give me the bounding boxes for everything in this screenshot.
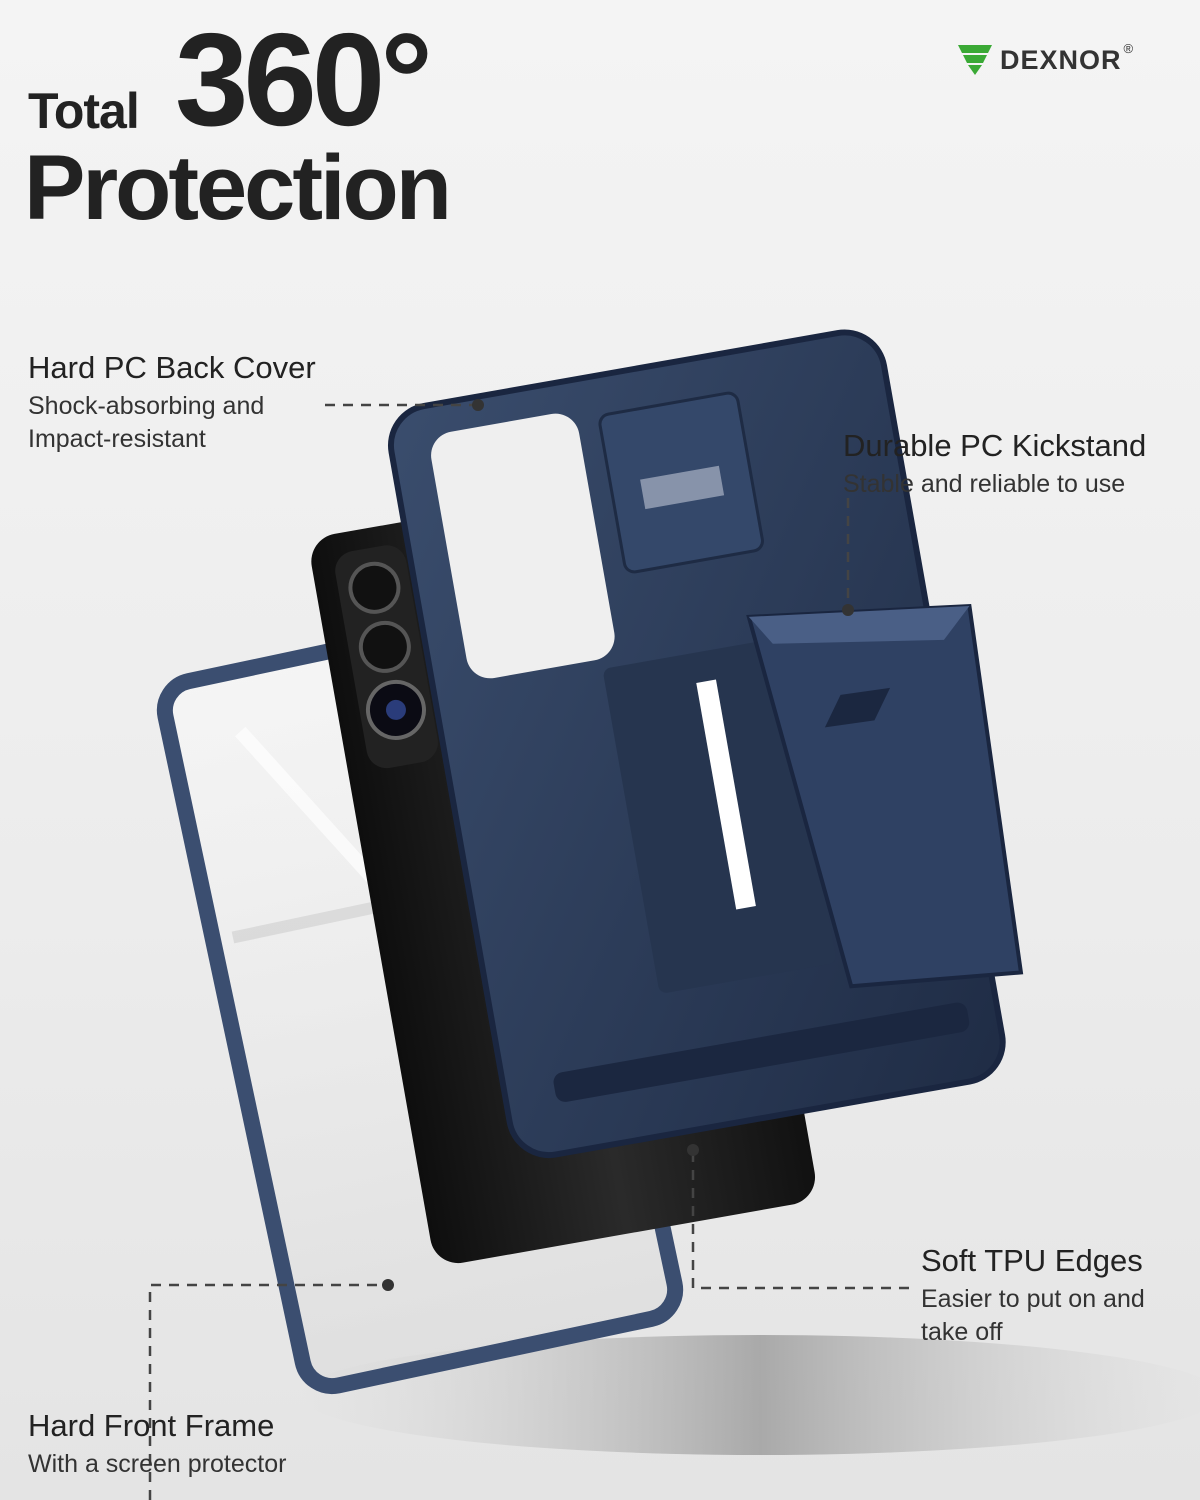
headline-prefix: Total bbox=[28, 83, 140, 139]
callout-dots bbox=[382, 399, 854, 1291]
feature-line: take off bbox=[921, 1317, 1003, 1346]
feature-front-frame: Hard Front Frame With a screen protector bbox=[28, 1408, 286, 1481]
feature-title: Hard PC Back Cover bbox=[28, 350, 316, 385]
feature-title: Durable PC Kickstand bbox=[843, 428, 1147, 463]
feature-back-cover: Hard PC Back Cover Shock-absorbing and I… bbox=[28, 350, 316, 455]
feature-line: Impact-resistant bbox=[28, 424, 206, 453]
feature-tpu-edges: Soft TPU Edges Easier to put on and take… bbox=[921, 1243, 1145, 1348]
registered-mark: ® bbox=[1123, 40, 1134, 56]
feature-title: Hard Front Frame bbox=[28, 1408, 275, 1443]
floor-shadow bbox=[300, 1335, 1200, 1455]
feature-line: Stable and reliable to use bbox=[843, 470, 1126, 498]
headline-protection: Protection bbox=[24, 137, 452, 239]
feature-line: With a screen protector bbox=[28, 1450, 287, 1478]
feature-title: Soft TPU Edges bbox=[921, 1243, 1143, 1278]
brand-logo: DEXNOR ® bbox=[958, 40, 1139, 78]
dexnor-shield-icon bbox=[958, 45, 992, 75]
feature-kickstand: Durable PC Kickstand Stable and reliable… bbox=[843, 428, 1146, 501]
headline-degrees: 360° bbox=[175, 6, 433, 153]
feature-line: Easier to put on and bbox=[921, 1285, 1145, 1313]
callout-lines bbox=[148, 403, 915, 1500]
brand-name: DEXNOR bbox=[1000, 44, 1122, 75]
feature-line: Shock-absorbing and bbox=[28, 392, 265, 420]
kickstand bbox=[746, 603, 1024, 989]
